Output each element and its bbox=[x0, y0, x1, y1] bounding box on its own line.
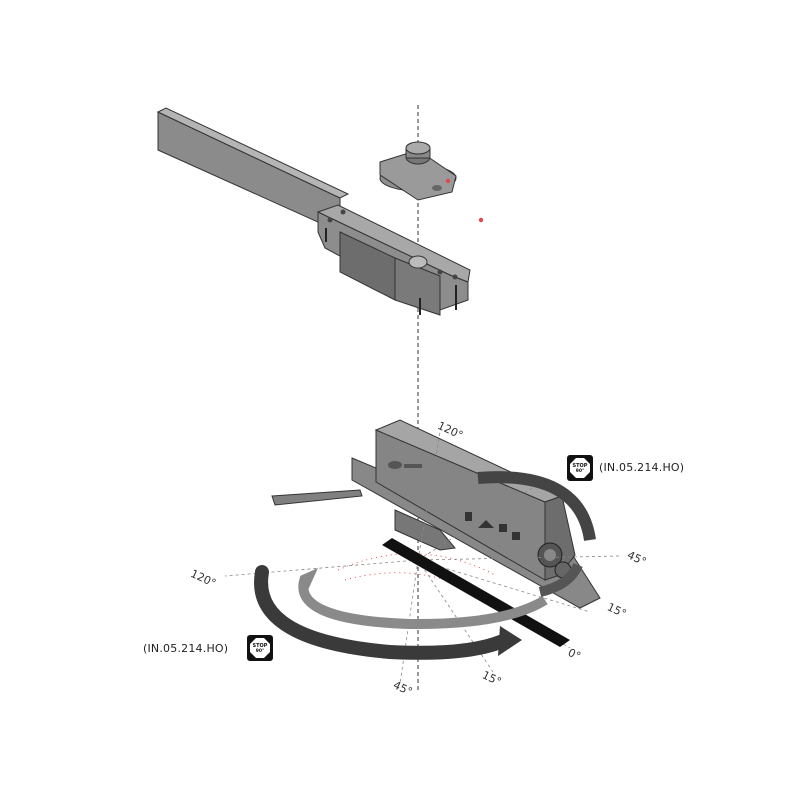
reference-code-left: (IN.05.214.HO) bbox=[143, 642, 229, 655]
stop-angle: 90° bbox=[575, 469, 585, 474]
protractor-arc bbox=[337, 553, 496, 596]
dark-arrowhead bbox=[498, 626, 522, 656]
top-pivot-plate bbox=[316, 204, 471, 316]
stop-label: STOP bbox=[252, 643, 268, 649]
stop-angle: 90° bbox=[255, 649, 265, 654]
stop-90-icon-left: STOP 90° bbox=[247, 635, 273, 661]
right-arc-arrow-lower bbox=[538, 562, 583, 597]
top-pivot-bracket bbox=[379, 141, 457, 201]
door-rail bbox=[156, 107, 350, 233]
floor-reference-bar bbox=[382, 538, 570, 647]
stop-90-icon-top: STOP 90° bbox=[567, 455, 593, 481]
red-dot-marker bbox=[478, 217, 484, 223]
right-arc-arrow bbox=[477, 471, 596, 542]
stop-label: STOP bbox=[572, 463, 588, 469]
light-opening-arrow bbox=[298, 576, 548, 630]
dark-opening-arrow bbox=[254, 565, 512, 660]
reference-code-top: (IN.05.214.HO) bbox=[599, 461, 685, 474]
loose-arm bbox=[271, 489, 363, 506]
light-arrowhead bbox=[300, 568, 318, 590]
